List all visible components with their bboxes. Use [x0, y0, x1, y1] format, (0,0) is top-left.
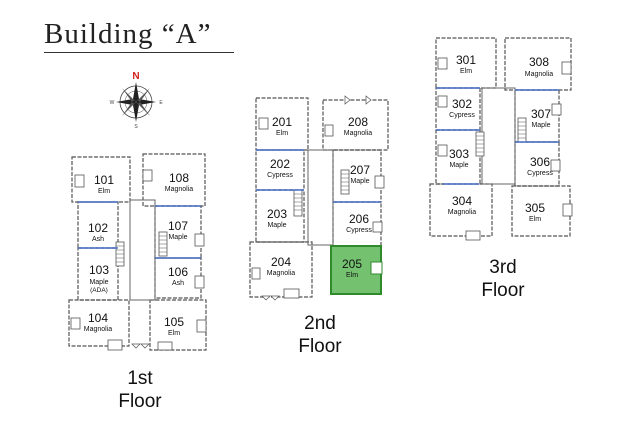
compass-north-label: N	[132, 71, 139, 82]
room-104-name: Magnolia	[84, 326, 113, 333]
room-306-name: Cypress	[527, 170, 553, 177]
floor-1-label-line1: 1st	[127, 368, 153, 389]
room-204-number: 204	[271, 255, 291, 269]
room-303-name: Maple	[449, 162, 468, 169]
room-104-number: 104	[88, 311, 108, 325]
corridor-3rd-floor	[481, 87, 516, 185]
room-108-name: Magnolia	[165, 186, 194, 193]
room-107-name: Maple	[168, 234, 187, 241]
room-206-number: 206	[349, 212, 369, 226]
room-301-number: 301	[456, 53, 476, 67]
compass-south-label: S	[134, 124, 138, 130]
room-301-name: Elm	[460, 68, 472, 75]
room-103-name: Maple	[89, 279, 108, 286]
room-302-number: 302	[452, 97, 472, 111]
room-208-name: Magnolia	[344, 130, 373, 137]
room-304-number: 304	[452, 194, 472, 208]
room-201-name: Elm	[276, 130, 288, 137]
building-title: Building “A”	[44, 18, 212, 50]
room-101-number: 101	[94, 173, 114, 187]
room-202-name: Cypress	[267, 172, 293, 179]
title-underline	[44, 52, 234, 53]
room-105-name: Elm	[168, 330, 180, 337]
compass-rose	[116, 82, 156, 122]
room-103-note: (ADA)	[90, 287, 108, 294]
room-305-number: 305	[525, 201, 545, 215]
compass-east-label: E	[159, 100, 163, 106]
corridor-1st-floor	[129, 199, 156, 301]
room-107-number: 107	[168, 219, 188, 233]
room-207-name: Maple	[350, 178, 369, 185]
room-307-number: 307	[531, 107, 551, 121]
room-203-number: 203	[267, 207, 287, 221]
room-205-name: Elm	[346, 272, 358, 279]
room-104-outline[interactable]	[68, 299, 130, 347]
floor-1-label-line2: Floor	[118, 391, 162, 412]
compass-west-label: W	[110, 100, 115, 106]
room-307-name: Maple	[531, 122, 550, 129]
room-106-number: 106	[168, 265, 188, 279]
room-205-closet	[370, 261, 383, 275]
room-303-number: 303	[449, 147, 469, 161]
room-305-name: Elm	[529, 216, 541, 223]
room-205-number: 205	[342, 257, 362, 271]
corridor-2nd-floor	[307, 149, 334, 246]
room-304-name: Magnolia	[448, 209, 477, 216]
door-marker-2nd	[344, 95, 372, 105]
floor-2-label-line1: 2nd	[304, 313, 336, 334]
room-101-name: Elm	[98, 188, 110, 195]
room-206-name: Cypress	[346, 227, 372, 234]
room-202-number: 202	[270, 157, 290, 171]
room-208-number: 208	[348, 115, 368, 129]
room-204-name: Magnolia	[267, 270, 296, 277]
room-308-number: 308	[529, 55, 549, 69]
room-308-name: Magnolia	[525, 71, 554, 78]
floor-3-label-line2: Floor	[481, 280, 525, 301]
room-204-outline[interactable]	[249, 241, 313, 298]
room-108-number: 108	[169, 171, 189, 185]
room-102-name: Ash	[92, 236, 104, 243]
room-106-name: Ash	[172, 280, 184, 287]
room-306-number: 306	[530, 155, 550, 169]
room-208-outline[interactable]	[322, 99, 389, 151]
room-207-number: 207	[350, 163, 370, 177]
floor-3-label-line1: 3rd	[489, 257, 516, 278]
room-201-number: 201	[272, 115, 292, 129]
room-302-name: Cypress	[449, 112, 475, 119]
room-203-name: Maple	[267, 222, 286, 229]
floor-2-label-line2: Floor	[298, 336, 342, 357]
room-105-number: 105	[164, 315, 184, 329]
room-103-number: 103	[89, 263, 109, 277]
room-102-number: 102	[88, 221, 108, 235]
